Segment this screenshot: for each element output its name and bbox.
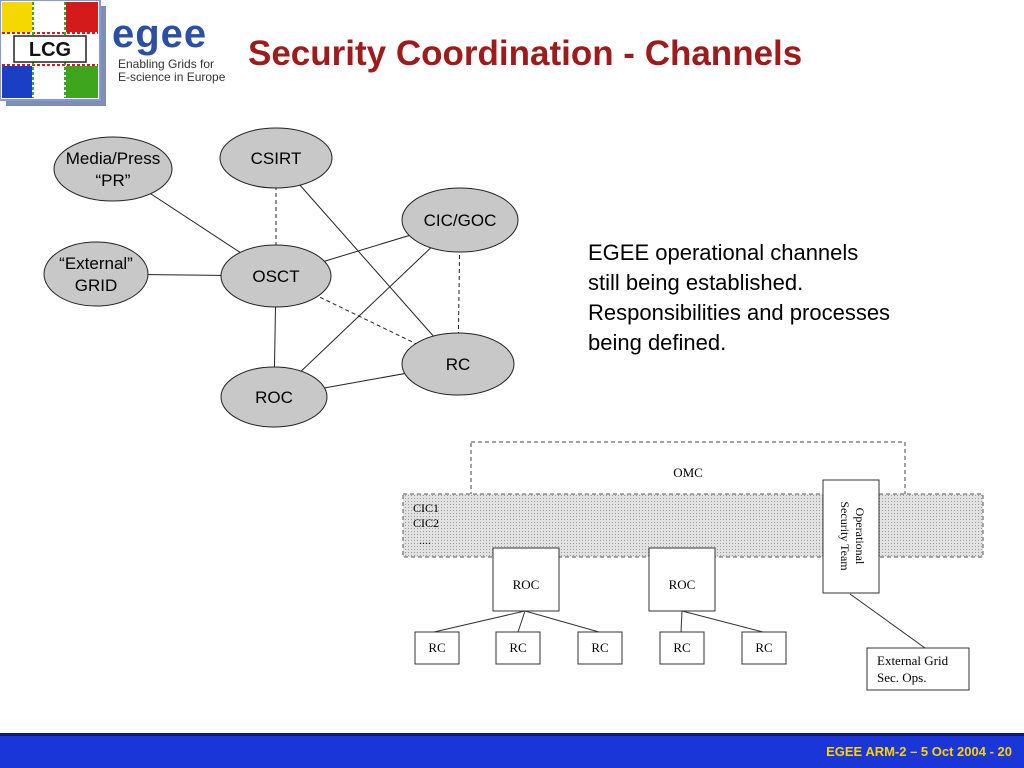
description-line-3: Responsibilities and processes <box>588 300 891 325</box>
node-cicgoc <box>401 187 519 253</box>
rc-box-5-label: RC <box>755 640 772 655</box>
node-csirt <box>219 127 333 189</box>
rc-box-1 <box>414 631 460 665</box>
node-csirt-label: CSIRT <box>251 149 302 168</box>
node-cicgoc-label: CIC/GOC <box>424 211 497 230</box>
slide-title: Security Coordination - Channels <box>248 34 803 73</box>
external-grid-line-1: External Grid <box>877 653 949 668</box>
description-line-1: EGEE operational channels <box>588 240 859 265</box>
channels-description: EGEE operational channels still being es… <box>588 238 968 358</box>
rc-box-2 <box>495 631 541 665</box>
node-external-label: “External” <box>59 254 133 273</box>
rc-box-4-label: RC <box>673 640 690 655</box>
omc-box <box>470 441 906 554</box>
footer-text: EGEE ARM-2 – 5 Oct 2004 - 20 <box>826 744 1012 759</box>
rc-box-1-label: RC <box>428 640 445 655</box>
cic-label-3: .... <box>419 533 431 547</box>
edge-csirt-rc <box>275 157 459 365</box>
edge-cicgoc-roc <box>273 219 461 398</box>
cic-band <box>402 493 984 558</box>
egee-logo: egee Enabling Grids for E-science in Eur… <box>112 14 232 84</box>
rc-box-5 <box>741 631 787 665</box>
egee-tagline-line-2: E-science in Europe <box>118 70 226 84</box>
node-roc <box>220 366 328 428</box>
ost-label-line-1: Operational <box>853 508 867 565</box>
node-media <box>53 136 173 202</box>
description-line-4: being defined. <box>588 330 727 355</box>
node-osct-label: OSCT <box>252 267 299 286</box>
node-external <box>43 241 149 307</box>
roc-box-2-label: ROC <box>669 577 696 592</box>
roc-box-1-label: ROC <box>513 577 540 592</box>
egee-tagline-line-1: Enabling Grids for <box>118 57 215 71</box>
roc-box-1 <box>492 547 560 612</box>
lcg-logo-text: LCG <box>29 39 71 61</box>
omc-label: OMC <box>673 465 703 480</box>
external-grid-line-2: Sec. Ops. <box>877 670 926 685</box>
roc-box-2 <box>648 547 716 612</box>
node-media-label: “PR” <box>96 171 131 190</box>
egee-logo-word: egee <box>112 12 208 56</box>
lcg-logo: LCG <box>0 0 106 106</box>
rc-box-3-label: RC <box>591 640 608 655</box>
node-external-label: GRID <box>75 276 118 295</box>
node-roc-label: ROC <box>255 388 293 407</box>
cic-label-1: CIC1 <box>413 501 439 515</box>
rc-box-2-label: RC <box>509 640 526 655</box>
external-grid-box <box>866 647 970 691</box>
description-line-2: still being established. <box>588 270 804 295</box>
rc-box-3 <box>577 631 623 665</box>
footer-bar: EGEE ARM-2 – 5 Oct 2004 - 20 <box>0 733 1024 768</box>
rc-box-4 <box>659 631 705 665</box>
operational-security-team-box <box>822 479 880 594</box>
ost-label-line-2: Security Team <box>838 501 852 571</box>
node-rc-label: RC <box>446 355 471 374</box>
node-rc <box>401 332 515 396</box>
cic-label-2: CIC2 <box>413 516 439 530</box>
node-media-label: Media/Press <box>66 149 160 168</box>
node-osct <box>220 244 332 308</box>
